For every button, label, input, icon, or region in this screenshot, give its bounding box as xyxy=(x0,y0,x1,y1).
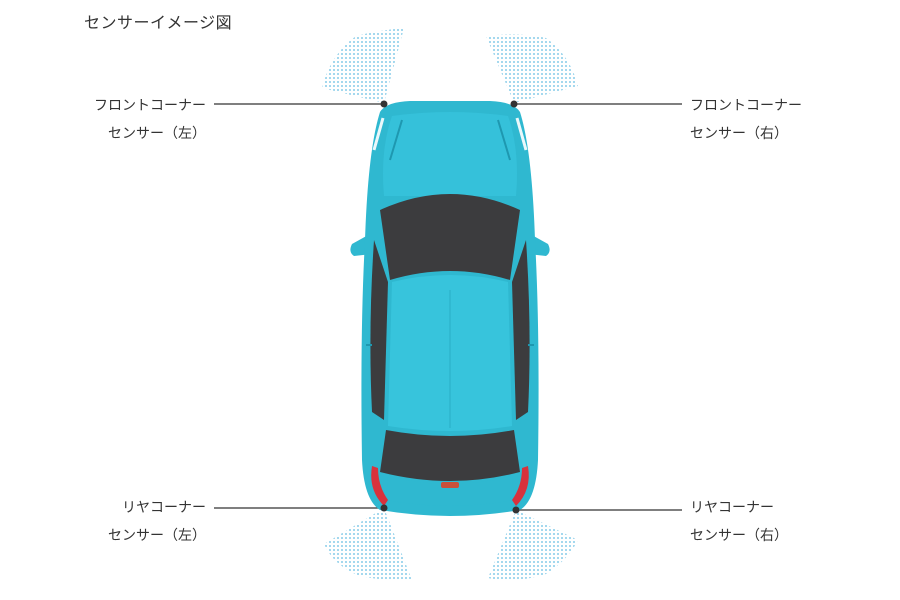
rear-window xyxy=(380,430,520,481)
side-window-right xyxy=(512,240,530,420)
label-front-left-line1: フロントコーナー xyxy=(94,98,206,114)
sensor-points xyxy=(380,100,520,514)
sensor-wave-front-left xyxy=(322,28,404,103)
label-front-right-line1: フロントコーナー xyxy=(690,98,802,114)
label-rear-right-line1: リヤコーナー xyxy=(690,500,774,516)
tail-light-right xyxy=(512,466,529,506)
sensor-point-rear-left xyxy=(380,504,388,512)
label-rear-left-line2: センサー（左） xyxy=(108,528,206,544)
label-front-left-sensor: フロントコーナー センサー（左） xyxy=(60,92,206,148)
label-rear-right-sensor: リヤコーナー センサー（右） xyxy=(690,494,788,550)
car-top-view xyxy=(350,101,550,516)
sensor-wave-rear-right xyxy=(488,510,578,581)
label-rear-right-line2: センサー（右） xyxy=(690,528,788,544)
sensor-wave-front-right xyxy=(486,34,578,103)
sensor-point-rear-right xyxy=(512,506,520,514)
sensor-point-front-right xyxy=(510,100,518,108)
label-front-right-sensor: フロントコーナー センサー（右） xyxy=(690,92,802,148)
sensor-wave-rear-left xyxy=(324,508,412,581)
sensor-point-front-left xyxy=(380,100,388,108)
car-hood xyxy=(383,112,517,196)
diagram-title: センサーイメージ図 xyxy=(84,13,233,32)
leader-lines xyxy=(214,103,682,511)
label-front-right-line2: センサー（右） xyxy=(690,126,788,142)
side-window-left xyxy=(370,240,388,420)
windshield xyxy=(380,194,520,280)
rear-hatch xyxy=(386,476,514,506)
label-rear-left-line1: リヤコーナー xyxy=(122,500,206,516)
tail-light-left xyxy=(371,466,388,506)
label-rear-left-sensor: リヤコーナー センサー（左） xyxy=(60,494,206,550)
label-front-left-line2: センサー（左） xyxy=(108,126,206,142)
